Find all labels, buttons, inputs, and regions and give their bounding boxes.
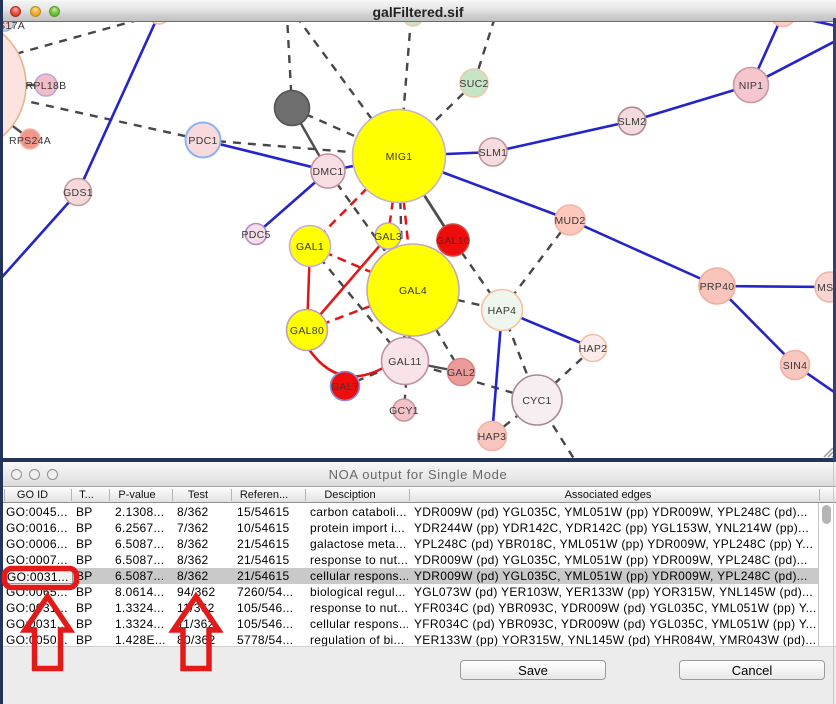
svg-text:RPS24A: RPS24A (9, 135, 51, 147)
svg-text:MIG1: MIG1 (386, 151, 413, 163)
svg-text:GAL1: GAL1 (296, 241, 324, 253)
svg-text:PDC5: PDC5 (241, 229, 270, 241)
svg-text:NIP1: NIP1 (739, 80, 764, 92)
svg-text:GAL2: GAL2 (447, 367, 475, 379)
svg-text:SIN4: SIN4 (783, 360, 808, 372)
svg-text:RPL18B: RPL18B (26, 80, 67, 92)
svg-text:GAL3: GAL3 (374, 231, 402, 243)
svg-text:GAL10: GAL10 (436, 235, 470, 247)
svg-text:GAL4: GAL4 (399, 285, 427, 297)
svg-text:PRP40: PRP40 (700, 281, 735, 293)
svg-text:GDS1: GDS1 (63, 187, 93, 199)
svg-text:HAP3: HAP3 (478, 431, 507, 443)
svg-text:RPS17A: RPS17A (0, 22, 25, 32)
svg-text:HAP4: HAP4 (488, 305, 517, 317)
svg-text:GAL7: GAL7 (331, 381, 359, 393)
svg-text:PDC1: PDC1 (188, 135, 217, 147)
svg-text:SLM1: SLM1 (479, 147, 508, 159)
svg-text:GAL80: GAL80 (290, 325, 324, 337)
svg-text:CYC1: CYC1 (522, 395, 551, 407)
svg-text:SLM2: SLM2 (618, 116, 647, 128)
svg-text:GAL11: GAL11 (388, 356, 421, 368)
svg-text:DMC1: DMC1 (313, 166, 344, 178)
svg-text:SUC2: SUC2 (459, 78, 488, 90)
svg-text:MUD2: MUD2 (555, 215, 586, 227)
svg-text:GCY1: GCY1 (389, 405, 419, 417)
svg-text:HAP2: HAP2 (579, 343, 608, 355)
svg-text:MSI1: MSI1 (817, 282, 836, 294)
